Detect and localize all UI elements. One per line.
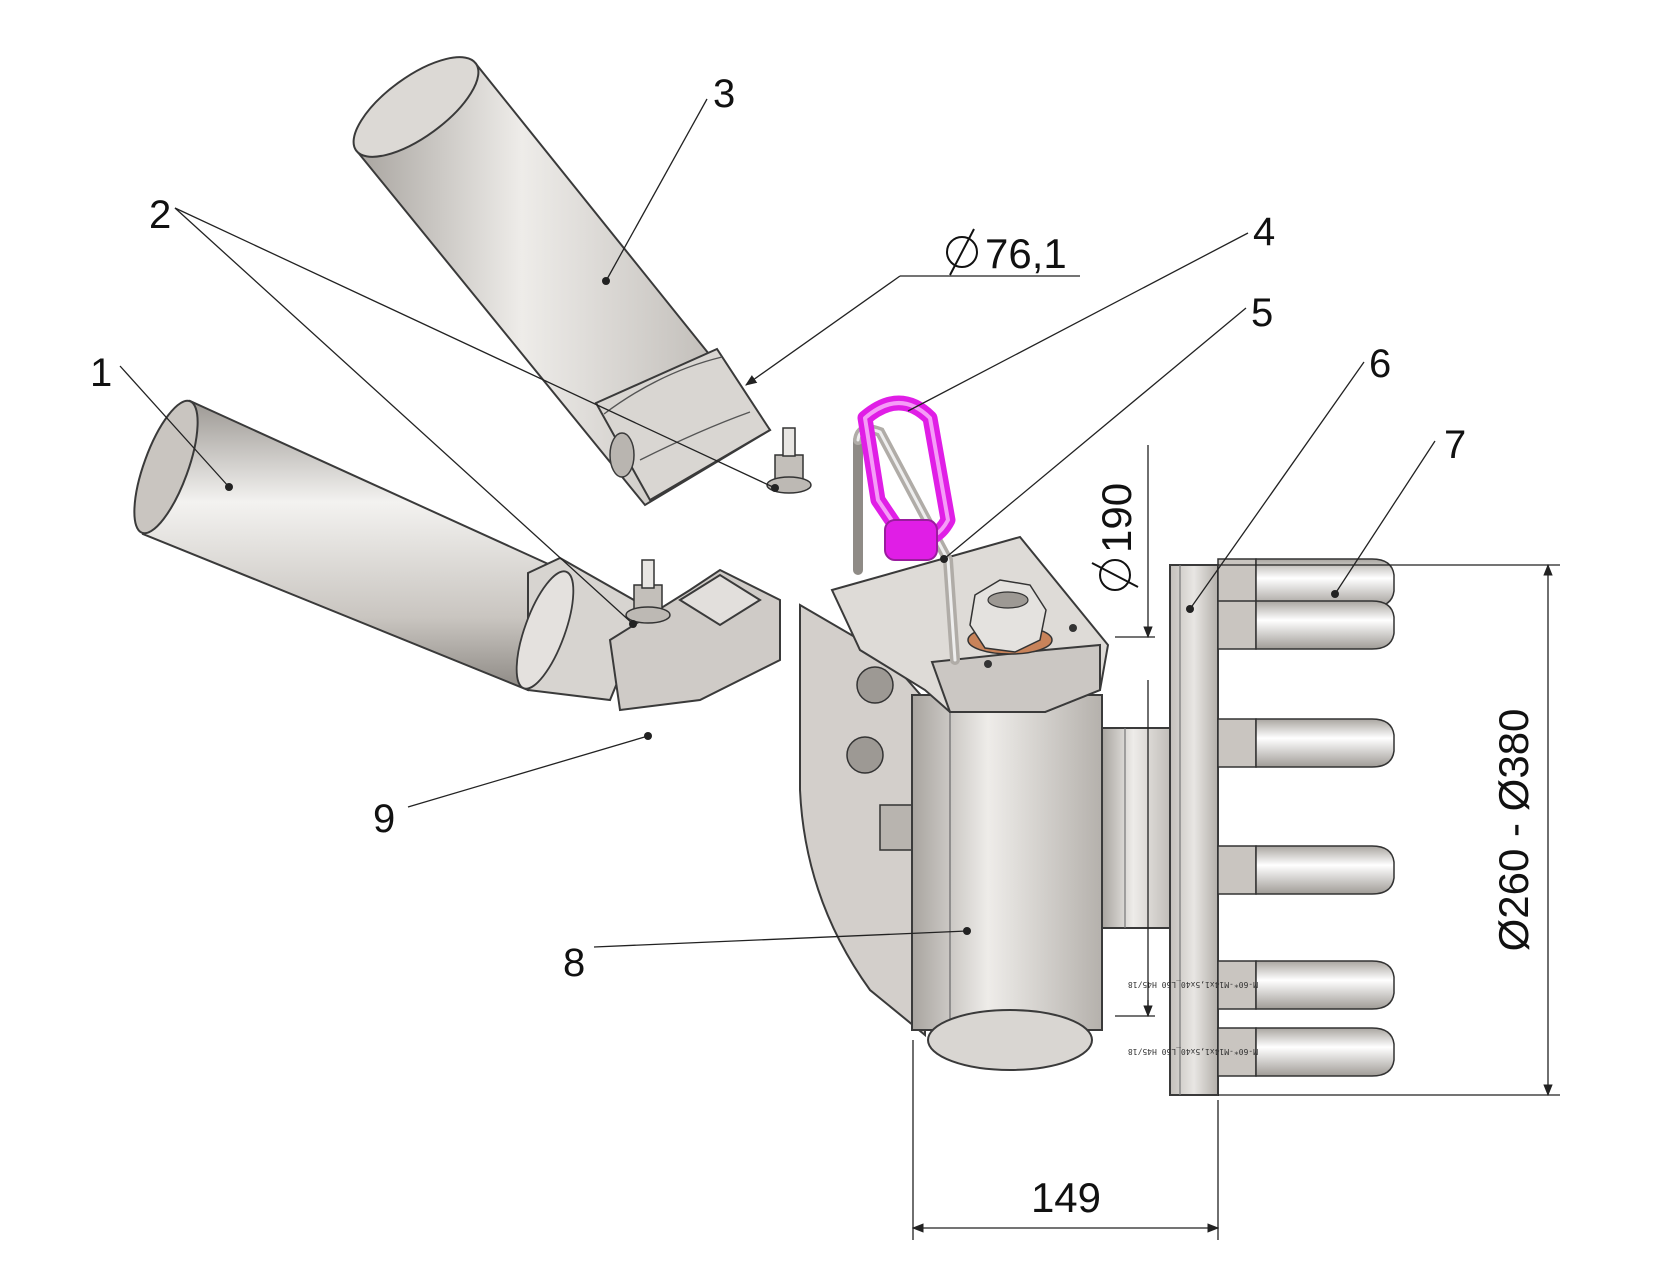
dimension-width	[911, 1040, 1220, 1240]
label-part-5: 5	[1251, 291, 1273, 335]
wheel-stud: M-60*-M14x1,5x40_L50 H45/18	[1128, 1027, 1395, 1077]
dimension-flange-range	[1218, 563, 1560, 1097]
housing-drum	[911, 694, 1103, 1071]
tube-diameter-label: 76,1	[946, 228, 1067, 277]
center-nut	[967, 579, 1053, 655]
stud-marking: M-60*-M14x1,5x40_L50 H45/18	[1128, 1047, 1258, 1056]
label-part-8: 8	[563, 941, 585, 985]
hub-adapter	[1101, 727, 1181, 929]
clevis-link	[608, 568, 781, 712]
wheel-stud	[1217, 558, 1395, 608]
tube-diameter-value: 76,1	[985, 230, 1067, 277]
label-part-7: 7	[1444, 423, 1466, 467]
dimension-tube-diameter	[745, 275, 1080, 386]
flange-range-value: Ø260 - Ø380	[1490, 709, 1537, 952]
label-part-6: 6	[1369, 342, 1391, 386]
flange-6	[1169, 564, 1219, 1096]
wheel-stud	[1217, 600, 1395, 650]
label-part-4: 4	[1253, 210, 1275, 254]
leader-lines	[119, 98, 1436, 948]
stud-marking: M-60*-M14x1,5x40_L50 H45/18	[1128, 980, 1258, 989]
label-part-1: 1	[90, 351, 112, 395]
bolt-2-lower	[625, 559, 671, 624]
label-part-9: 9	[373, 797, 395, 841]
hub-diameter-label: 190	[1091, 483, 1140, 591]
wheel-stud	[1217, 718, 1395, 768]
width-value: 149	[1031, 1174, 1101, 1221]
label-part-2: 2	[149, 193, 171, 237]
dimension-hub-diameter	[1115, 445, 1155, 1018]
diameter-symbol-icon	[1091, 559, 1139, 591]
tube-1	[133, 399, 570, 692]
bolt-2-upper	[766, 427, 812, 494]
diameter-symbol-icon	[946, 228, 978, 276]
studs-7: M-60*-M14x1,5x40_L50 H45/18M-60*-M14x1,5…	[1128, 558, 1395, 1077]
label-part-3: 3	[713, 72, 735, 116]
hub-diameter-value: 190	[1093, 483, 1140, 553]
lifting-shackle-4	[857, 395, 956, 561]
wheel-stud	[1217, 845, 1395, 895]
wheel-stud: M-60*-M14x1,5x40_L50 H45/18	[1128, 960, 1395, 1010]
tube-3-collar	[594, 347, 772, 502]
